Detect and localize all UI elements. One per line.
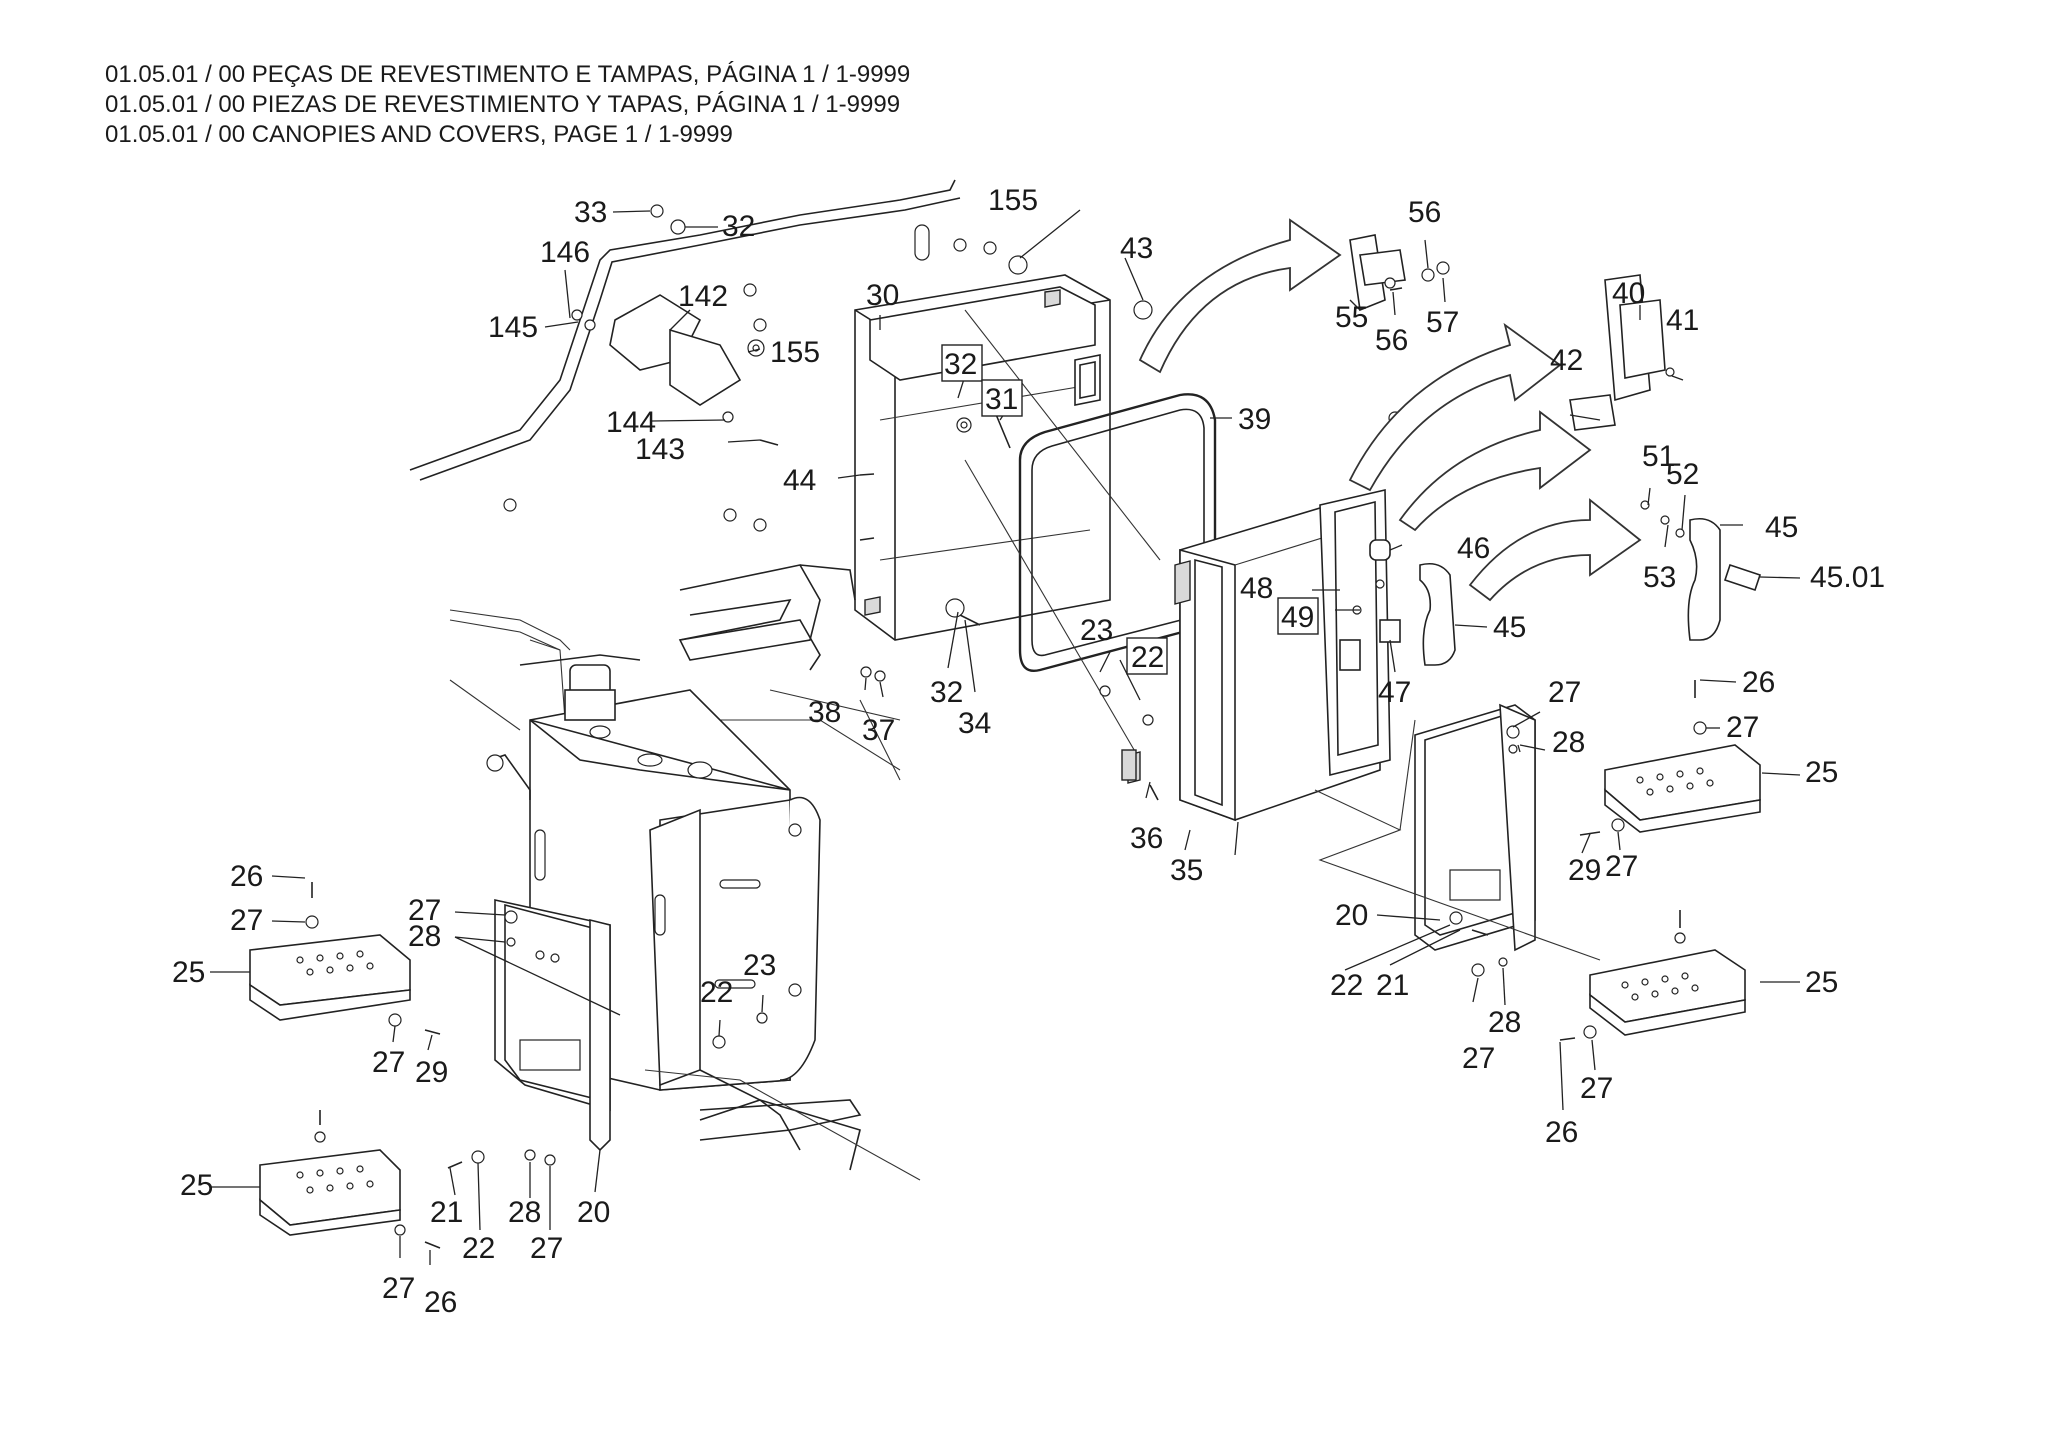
callout-142: 142 [678, 280, 728, 313]
callout-22-boxed: 22 [1131, 641, 1164, 674]
step-plate-holes-right [1621, 767, 1714, 1001]
callout-28: 28 [508, 1196, 541, 1229]
callout-27: 27 [530, 1232, 563, 1265]
callout-33: 33 [574, 196, 607, 229]
step-plate-holes-left [296, 950, 374, 1194]
callout-20: 20 [577, 1196, 610, 1229]
callout-46: 46 [1457, 532, 1490, 565]
callout-34: 34 [958, 707, 991, 740]
callout-30: 30 [866, 279, 899, 312]
callout-143: 143 [635, 433, 685, 466]
callout-35: 35 [1170, 854, 1203, 887]
callout-22: 22 [1330, 969, 1363, 1002]
callout-27: 27 [1548, 676, 1581, 709]
callout-155: 155 [988, 184, 1038, 217]
callout-37: 37 [862, 714, 895, 747]
callout-29: 29 [415, 1056, 448, 1089]
callout-22: 22 [700, 976, 733, 1009]
callout-32: 32 [930, 676, 963, 709]
left-step-assembly [249, 899, 611, 1236]
leader-lines [210, 209, 1801, 1265]
callout-144: 144 [606, 406, 656, 439]
callout-23: 23 [1080, 614, 1113, 647]
callout-45: 45 [1493, 611, 1526, 644]
callout-51: 51 [1642, 440, 1675, 473]
part-callouts: 33 32 155 43 56 146 142 30 145 155 32 31… [172, 184, 1885, 1319]
title-spanish: 01.05.01 / 00 PIEZAS DE REVESTIMIENTO Y … [105, 91, 901, 118]
callout-25: 25 [1805, 756, 1838, 789]
right-step-assembly [1314, 703, 1761, 1036]
callout-20: 20 [1335, 899, 1368, 932]
callout-44: 44 [783, 464, 816, 497]
callout-29: 29 [1568, 854, 1601, 887]
callout-56: 56 [1408, 196, 1441, 229]
callout-38: 38 [808, 696, 841, 729]
callout-23: 23 [743, 949, 776, 982]
callout-27: 27 [372, 1046, 405, 1079]
callout-26: 26 [424, 1286, 457, 1319]
callout-36: 36 [1130, 822, 1163, 855]
callout-47: 47 [1378, 676, 1411, 709]
callout-49-boxed: 49 [1281, 601, 1314, 634]
callout-53: 53 [1643, 561, 1676, 594]
machine-outline [409, 179, 961, 781]
slot-holes [503, 224, 997, 532]
callout-39: 39 [1238, 403, 1271, 436]
upper-panel-assembly [503, 224, 1111, 671]
arrow-to-handle-detail-lower [1468, 498, 1642, 602]
callout-21: 21 [1376, 969, 1409, 1002]
callout-27: 27 [382, 1272, 415, 1305]
door-panel [1127, 488, 1391, 822]
callout-21: 21 [430, 1196, 463, 1229]
callout-25: 25 [180, 1169, 213, 1202]
arrow-to-handle-detail-upper [1398, 410, 1592, 532]
title-portuguese: 01.05.01 / 00 PEÇAS DE REVESTIMENTO E TA… [105, 61, 911, 88]
callout-25: 25 [172, 956, 205, 989]
callout-26: 26 [1545, 1116, 1578, 1149]
callout-26: 26 [230, 860, 263, 893]
callout-57: 57 [1426, 306, 1459, 339]
callout-48: 48 [1240, 572, 1273, 605]
callout-155: 155 [770, 336, 820, 369]
callout-27: 27 [1605, 850, 1638, 883]
fasteners [305, 204, 1707, 1249]
arrow-to-latch-detail [1348, 322, 1562, 492]
callout-145: 145 [488, 311, 538, 344]
callout-27: 27 [1462, 1042, 1495, 1075]
callout-56: 56 [1375, 324, 1408, 357]
callout-28: 28 [1488, 1006, 1521, 1039]
title-english: 01.05.01 / 00 CANOPIES AND COVERS, PAGE … [105, 121, 733, 148]
callout-28: 28 [408, 920, 441, 953]
callout-32-boxed: 32 [944, 348, 977, 381]
callout-28: 28 [1552, 726, 1585, 759]
callout-27: 27 [1726, 711, 1759, 744]
callout-41: 41 [1666, 304, 1699, 337]
latch-parts [1349, 234, 1762, 666]
page-title-block: 01.05.01 / 00 PEÇAS DE REVESTIMENTO E TA… [105, 60, 910, 150]
callout-31-boxed: 31 [985, 383, 1018, 416]
callout-25: 25 [1805, 966, 1838, 999]
arrow-to-hinge-detail [1138, 218, 1342, 374]
callout-40: 40 [1612, 277, 1645, 310]
callout-45: 45 [1765, 511, 1798, 544]
callout-26: 26 [1742, 666, 1775, 699]
callout-22: 22 [462, 1232, 495, 1265]
callout-146: 146 [540, 236, 590, 269]
callout-27: 27 [408, 894, 441, 927]
callout-42: 42 [1550, 344, 1583, 377]
detail-arrows [1138, 218, 1642, 602]
callout-27: 27 [1580, 1072, 1613, 1105]
callout-52: 52 [1666, 458, 1699, 491]
callout-boxes [941, 344, 1319, 675]
callout-43: 43 [1120, 232, 1153, 265]
callout-27: 27 [230, 904, 263, 937]
callout-45-01: 45.01 [1810, 561, 1885, 594]
callout-55: 55 [1335, 301, 1368, 334]
callout-32: 32 [722, 210, 755, 243]
